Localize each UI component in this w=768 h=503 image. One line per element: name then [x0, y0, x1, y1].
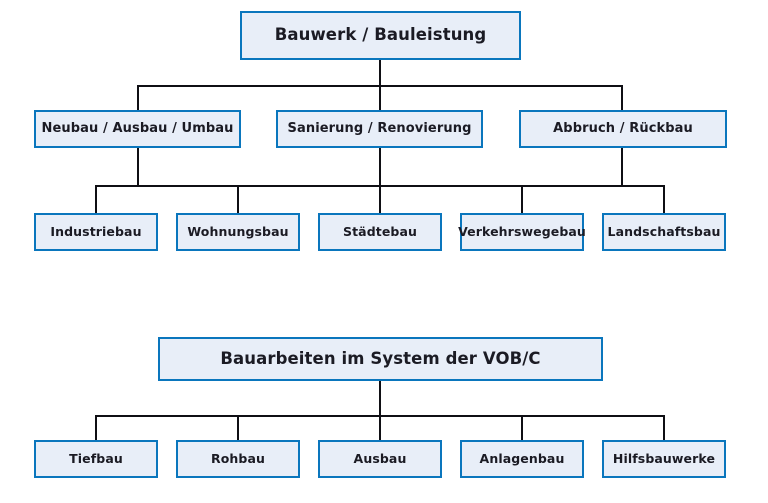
connector-drop-vob-4 — [521, 415, 523, 441]
connector-stem-level2-1 — [137, 148, 139, 187]
node-sanierung-renovierung[interactable]: Sanierung / Renovierung — [276, 110, 483, 148]
node-landschaftsbau[interactable]: Landschaftsbau — [602, 213, 726, 251]
connector-drop-level3-5 — [663, 185, 665, 214]
connector-stem-level2-2 — [379, 148, 381, 187]
connector-root2-stem — [379, 381, 381, 416]
node-verkehrswegebau[interactable]: Verkehrswegebau — [458, 213, 586, 251]
node-tiefbau[interactable]: Tiefbau — [34, 440, 158, 478]
connector-drop-vob-5 — [663, 415, 665, 441]
node-neubau-ausbau-umbau[interactable]: Neubau / Ausbau / Umbau — [34, 110, 241, 148]
connector-drop-vob-1 — [95, 415, 97, 441]
node-abbruch-rueckbau[interactable]: Abbruch / Rückbau — [519, 110, 727, 148]
connector-drop-level3-4 — [521, 185, 523, 214]
node-industriebau[interactable]: Industriebau — [34, 213, 158, 251]
node-wohnungsbau[interactable]: Wohnungsbau — [176, 213, 300, 251]
connector-drop-level3-2 — [237, 185, 239, 214]
node-bauwerk-bauleistung[interactable]: Bauwerk / Bauleistung — [240, 11, 521, 60]
node-hilfsbauwerke[interactable]: Hilfsbauwerke — [602, 440, 726, 478]
connector-drop-level3-3 — [379, 185, 381, 214]
node-bauarbeiten-vob-c[interactable]: Bauarbeiten im System der VOB/C — [158, 337, 603, 381]
node-staedtebau[interactable]: Städtebau — [318, 213, 442, 251]
connector-drop-level3-1 — [95, 185, 97, 214]
node-ausbau[interactable]: Ausbau — [318, 440, 442, 478]
node-rohbau[interactable]: Rohbau — [176, 440, 300, 478]
connector-drop-vob-3 — [379, 415, 381, 441]
connector-drop-level2-3 — [621, 85, 623, 111]
node-anlagenbau[interactable]: Anlagenbau — [460, 440, 584, 478]
connector-drop-level2-2 — [379, 85, 381, 111]
connector-drop-vob-2 — [237, 415, 239, 441]
connector-root1-stem — [379, 60, 381, 86]
connector-drop-level2-1 — [137, 85, 139, 111]
connector-stem-level2-3 — [621, 148, 623, 187]
